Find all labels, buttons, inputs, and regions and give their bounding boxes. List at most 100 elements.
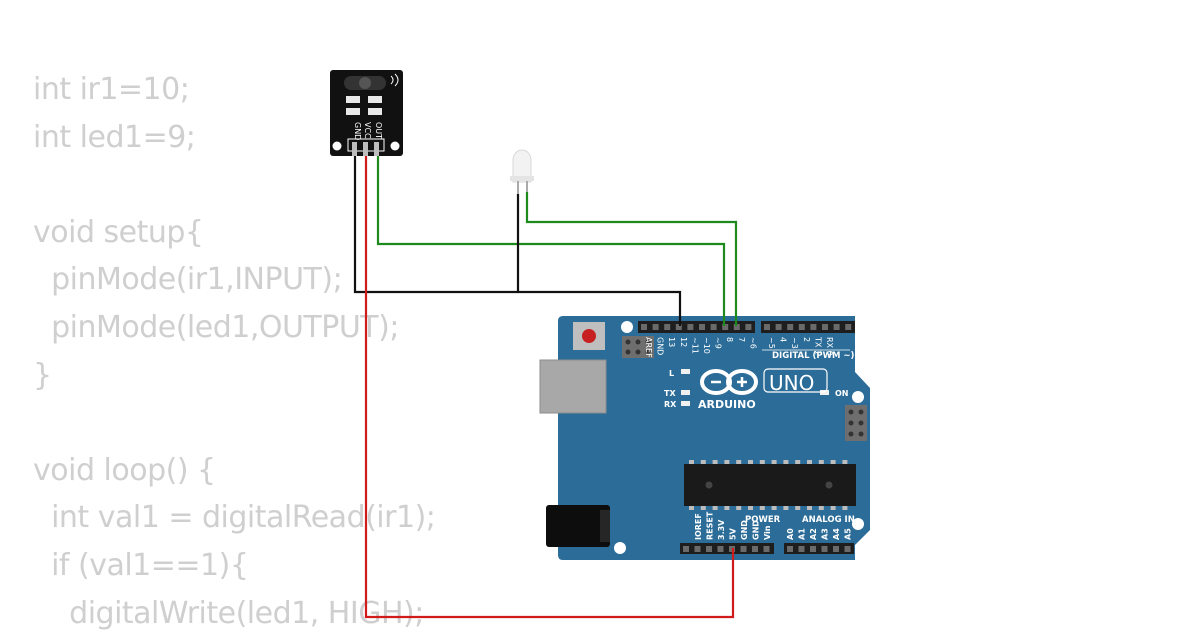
digital-pin-hole[interactable] [833,324,840,330]
wire-ir-vcc-to-5v[interactable] [364,156,735,619]
power-pin-label: Vin [763,525,772,540]
digital-pin-hole[interactable] [652,324,659,330]
ir-led-pad-4 [368,108,382,115]
ir-pin-out[interactable] [374,142,379,156]
led-on-label: ON [835,389,849,398]
digital-pin-label: 2 [802,337,811,342]
chip-leg [818,506,824,510]
board-model: UNO [769,371,814,395]
signal-waves-icon [390,73,399,87]
ir-pin-gnd-label: GND [353,122,362,140]
power-pin-label: GND [752,520,761,540]
wire-ir-out-to-pin-10[interactable] [376,156,726,326]
digital-pin-hole[interactable] [641,324,647,330]
ir-pin-out-label: OUT [374,122,383,139]
power-pin-hole[interactable] [683,546,689,552]
code-line: void loop() { [33,452,216,488]
ir-pin-gnd[interactable] [352,142,357,156]
chip-leg [700,460,706,464]
digital-pin-hole[interactable] [722,324,729,330]
ir-sensor-module[interactable]: GND VCC OUT [330,70,403,156]
analog-pin-label: A0 [786,528,795,540]
chip-leg [689,460,694,464]
chip-leg [795,460,801,464]
code-line: digitalWrite(led1, HIGH); [33,595,424,631]
arduino-infinity-logo-icon [700,369,758,395]
reset-button-cap [582,329,596,343]
chip-leg [783,460,789,464]
ir-led-pad-3 [346,108,360,115]
power-pin-label: 3.3V [717,519,726,540]
chip-leg [689,506,694,510]
analog-pin-hole[interactable] [798,546,805,552]
digital-pin-hole[interactable] [798,324,805,330]
analog-pin-hole[interactable] [833,546,839,552]
power-pin-hole[interactable] [706,546,712,552]
code-line: if (val1==1){ [33,547,249,583]
digital-pin-hole[interactable] [764,324,770,330]
digital-pin-label: ~6 [748,337,757,349]
digital-header-label: DIGITAL (PWM ~) [772,351,854,361]
chip-leg [771,506,777,510]
chip-leg [830,506,836,510]
power-jack [546,505,610,547]
power-pin-hole[interactable] [752,546,758,552]
chip-leg [795,506,801,510]
digital-pin-hole[interactable] [675,324,682,330]
chip-leg [724,460,730,464]
power-pin-hole[interactable] [717,546,724,552]
mount-hole [332,141,342,151]
digital-pin-hole[interactable] [787,324,794,330]
power-pin-hole[interactable] [740,546,747,552]
digital-pin-hole[interactable] [810,324,817,330]
analog-label: ANALOG IN [802,515,855,525]
digital-pin-hole[interactable] [733,324,740,330]
digital-pin-label: ~9 [714,337,723,349]
digital-pin-label: RX 0 [825,337,834,356]
led-l-indicator [681,369,690,374]
power-label: POWER [745,515,781,525]
board-brand: ARDUINO [698,398,756,411]
power-pin-label: 5V [729,527,738,540]
digital-pin-label: 4 [779,337,788,342]
analog-pin-hole[interactable] [810,546,816,552]
wire-led-anode-to-pin-9[interactable] [525,192,738,326]
digital-pin-hole[interactable] [775,324,782,330]
led[interactable] [510,149,534,194]
digital-pin-label: GND [656,337,665,355]
analog-pin-label: A1 [798,528,807,540]
chip-leg [771,460,777,464]
analog-pin-label: A2 [809,528,818,540]
digital-pin-label: 13 [667,337,676,347]
digital-pin-hole[interactable] [687,324,694,330]
board-mount-hole [621,321,633,333]
analog-pin-hole[interactable] [821,546,828,552]
digital-pin-label: ~10 [702,337,711,354]
ir-sensor-pcb [330,70,403,156]
digital-pin-label: ~3 [790,337,799,349]
code-listing: int ir1=10;int led1=9;void setup{ pinMod… [33,66,436,637]
ir-pin-vcc[interactable] [363,142,368,156]
power-pin-hole[interactable] [694,546,701,552]
digital-pin-label: ~5 [767,337,776,349]
digital-pin-hole[interactable] [822,324,828,330]
board-mount-hole [852,518,864,530]
digital-pin-hole[interactable] [699,324,705,330]
board-mount-hole [852,391,864,403]
analog-pin-hole[interactable] [787,546,793,552]
power-pin-hole[interactable] [763,546,770,552]
usb-port [539,359,607,414]
chip-leg [830,460,836,464]
code-line: int val1 = digitalRead(ir1); [33,500,436,536]
digital-pin-hole[interactable] [664,324,671,330]
digital-pin-hole[interactable] [710,324,717,330]
mount-hole [390,141,400,151]
digital-pin-hole[interactable] [845,324,852,330]
chip-leg [736,506,742,510]
analog-pin-hole[interactable] [844,546,851,552]
chip-leg [818,460,824,464]
code-line: int led1=9; [33,119,196,155]
digital-pin-hole[interactable] [745,324,752,330]
